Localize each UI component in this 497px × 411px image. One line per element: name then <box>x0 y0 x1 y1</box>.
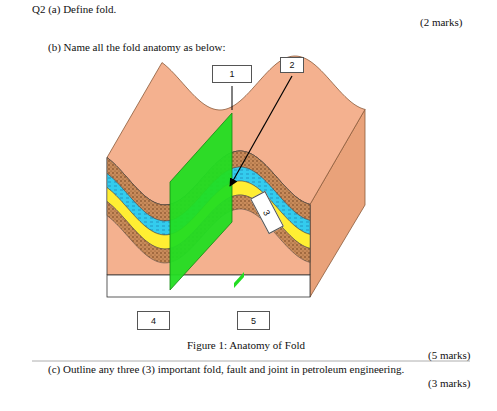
figure-caption: Figure 1: Anatomy of Fold <box>187 339 305 352</box>
question-text: (3 marks) <box>428 377 470 390</box>
axial-plane-mark <box>234 272 244 288</box>
callout-box: 4 <box>137 311 170 330</box>
callout-number: 2 <box>289 60 294 70</box>
axial-plane <box>170 113 232 290</box>
question-text: (c) Outline any three (3) important fold… <box>48 363 404 376</box>
callout-number: 3 <box>261 208 272 217</box>
question-text: (5 marks) <box>428 349 470 362</box>
hinge-arrow <box>230 76 292 186</box>
callout-number: 1 <box>229 69 234 79</box>
callout-box: 5 <box>237 311 270 330</box>
question-text: Q2 (a) Define fold. <box>32 3 116 16</box>
callout-number: 5 <box>251 316 256 326</box>
callout-number: 4 <box>151 316 156 326</box>
rule-line <box>32 361 470 362</box>
callout-box: 2 <box>280 57 304 73</box>
base-panel <box>107 275 310 297</box>
question-text: (b) Name all the fold anatomy as below: <box>48 41 225 54</box>
question-text: (2 marks) <box>420 16 462 29</box>
callout-box: 1 <box>212 65 252 83</box>
leader-line <box>232 86 233 110</box>
